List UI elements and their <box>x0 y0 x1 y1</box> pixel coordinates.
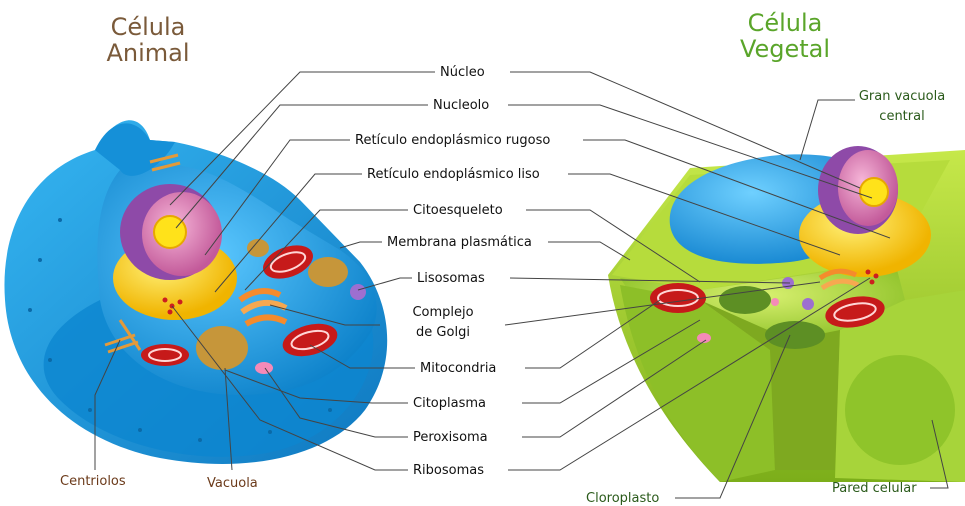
label-golgi: Complejo de Golgi <box>385 303 501 343</box>
animal-nucleolus <box>154 216 186 248</box>
label-peroxisoma: Peroxisoma <box>413 430 488 445</box>
label-mitocondria: Mitocondria <box>420 361 496 376</box>
label-golgi-line2: de Golgi <box>385 323 501 343</box>
animal-title-line1: Célula <box>92 14 204 40</box>
animal-cell-title: Célula Animal <box>92 14 204 66</box>
label-cloroplasto: Cloroplasto <box>586 491 659 506</box>
vegetal-cell-title: Célula Vegetal <box>726 10 844 62</box>
label-nucleo: Núcleo <box>440 65 485 80</box>
animal-cell <box>4 120 387 464</box>
plant-vesicle <box>771 298 779 306</box>
animal-lysosome <box>350 284 366 300</box>
label-ribosomas: Ribosomas <box>413 463 484 478</box>
label-pared-celular: Pared celular <box>832 481 917 496</box>
label-reticulo-liso: Retículo endoplásmico liso <box>367 167 540 182</box>
label-citoplasma: Citoplasma <box>413 396 486 411</box>
label-membrana: Membrana plasmática <box>387 235 532 250</box>
label-reticulo-rugoso: Retículo endoplásmico rugoso <box>355 133 550 148</box>
label-vacuola: Vacuola <box>207 476 258 491</box>
label-gran-vacuola: Gran vacuola central <box>852 87 952 127</box>
vegetal-title-line1: Célula <box>726 10 844 36</box>
label-centriolos: Centriolos <box>60 474 126 489</box>
plant-lysosome <box>802 298 814 310</box>
plant-cell <box>608 146 965 482</box>
animal-vesicle <box>308 257 348 287</box>
label-gran-vacuola-line1: Gran vacuola <box>852 87 952 107</box>
label-golgi-line1: Complejo <box>385 303 501 323</box>
label-lisosomas: Lisosomas <box>417 271 485 286</box>
label-citoesqueleto: Citoesqueleto <box>413 203 503 218</box>
animal-peroxisome <box>255 362 273 374</box>
plant-nucleolus <box>860 178 888 206</box>
label-nucleolo: Nucleolo <box>433 98 489 113</box>
vegetal-title-line2: Vegetal <box>726 36 844 62</box>
label-gran-vacuola-line2: central <box>852 107 952 127</box>
animal-title-line2: Animal <box>92 40 204 66</box>
